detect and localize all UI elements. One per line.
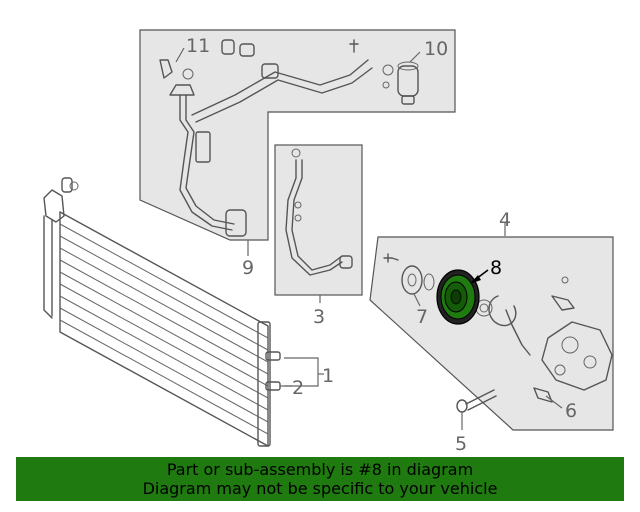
condenser-1 (43, 177, 281, 447)
liquid-line (285, 148, 353, 276)
banner-line-1: Part or sub-assembly is #8 in diagram (166, 460, 474, 479)
callout-4: 4 (499, 209, 511, 231)
callout-3: 3 (313, 306, 325, 328)
clutch-hub-7 (383, 253, 435, 295)
part-info-banner: Part or sub-assembly is #8 in diagram Di… (16, 457, 624, 501)
callout-8: 8 (490, 257, 502, 279)
leader-lines (175, 47, 563, 430)
compressor-panel (369, 236, 614, 431)
receiver-drier-10 (397, 61, 419, 105)
suction-hose-line (169, 59, 373, 237)
callout-5: 5 (455, 433, 467, 455)
clutch-pulley-8-highlighted (436, 269, 480, 325)
callout-7: 7 (416, 306, 428, 328)
compressor-body-6 (533, 321, 613, 403)
hose-assembly-panel (139, 29, 456, 241)
liquid-line-panel (274, 144, 363, 296)
callout-6: 6 (565, 400, 577, 422)
callout-11: 11 (186, 35, 210, 57)
banner-line-2: Diagram may not be specific to your vehi… (142, 479, 498, 498)
callout-9: 9 (242, 257, 254, 279)
callout-2: 2 (292, 377, 304, 399)
callout-10: 10 (424, 38, 448, 60)
callout-1: 1 (322, 365, 334, 387)
small-fittings-top (159, 39, 394, 89)
parts-diagram: 1 2 3 4 5 6 7 8 9 10 11 (43, 29, 614, 455)
